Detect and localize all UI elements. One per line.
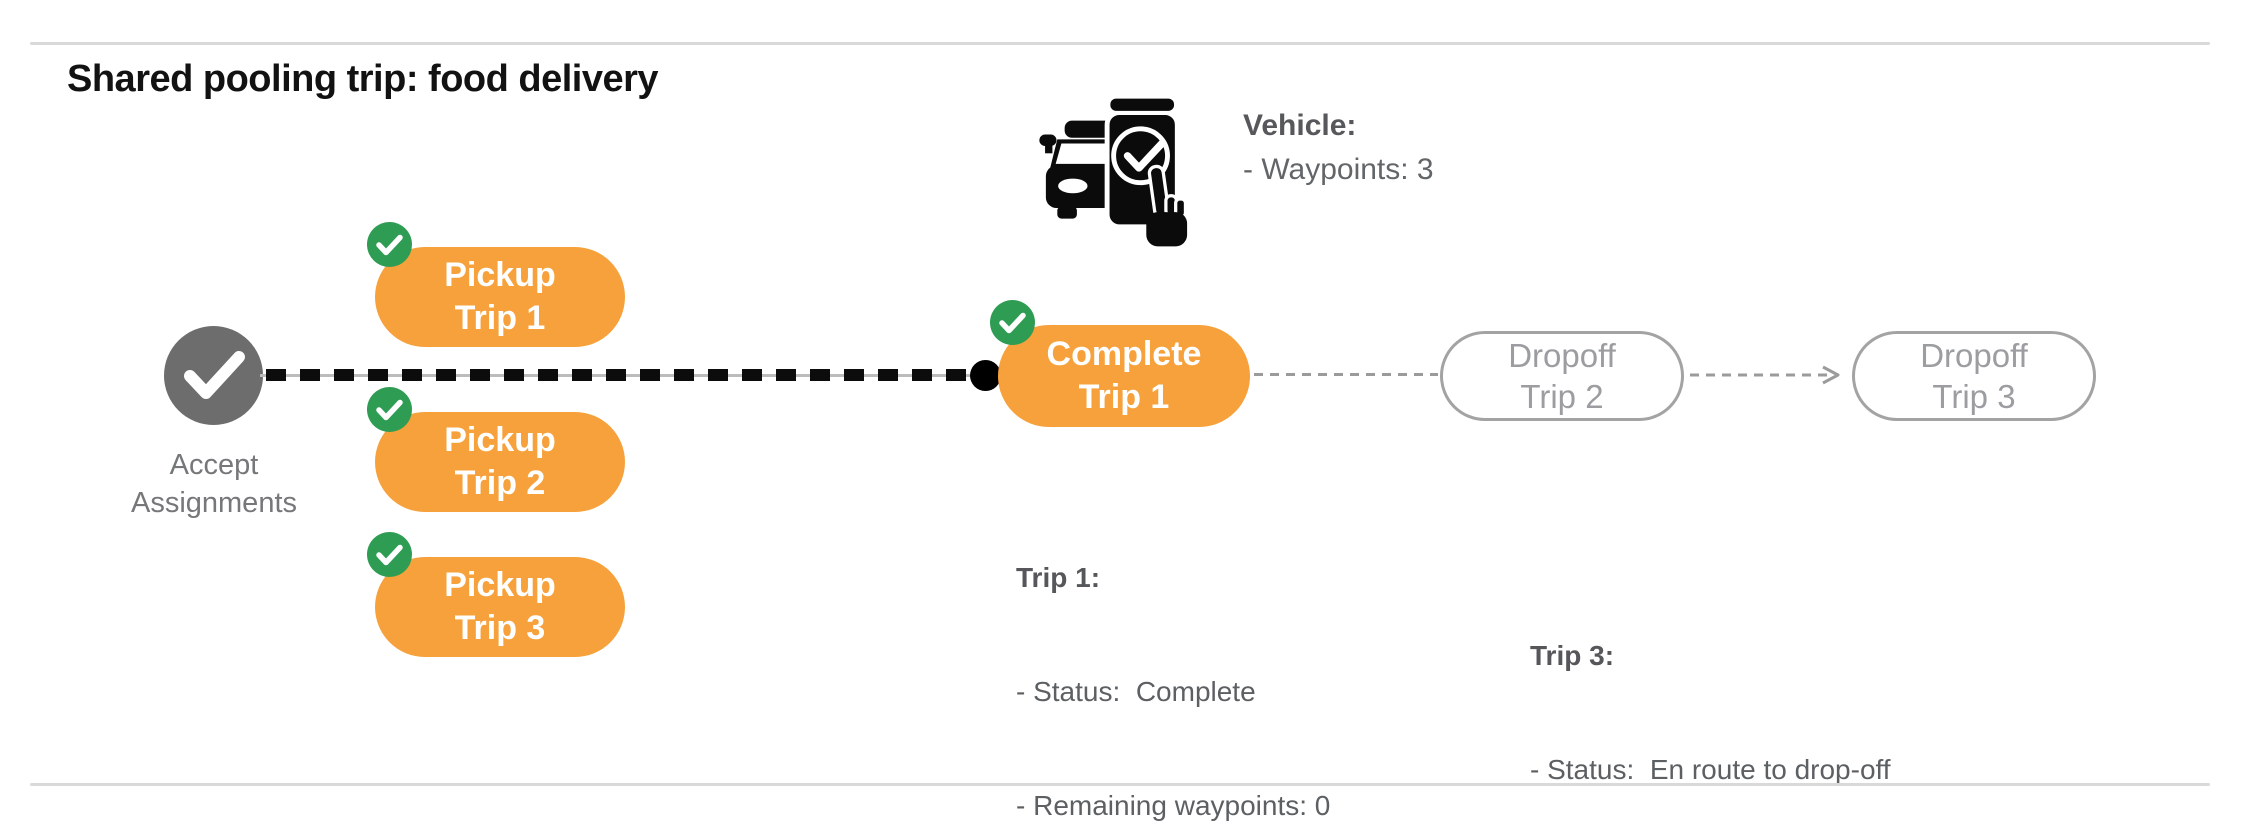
green-check-icon — [367, 532, 412, 577]
trip-status-block-1-2: Trip 1: - Status: Complete - Remaining w… — [1016, 483, 1377, 825]
green-check-icon — [367, 387, 412, 432]
node-pickup-trip-2: Pickup Trip 2 — [367, 387, 625, 512]
connector-complete-to-dropoff2 — [1254, 373, 1438, 376]
vehicle-info: Vehicle: - Waypoints: 3 — [1243, 104, 1434, 192]
green-check-icon — [990, 300, 1035, 345]
trip3-heading: Trip 3: — [1530, 640, 1615, 671]
trip1-status-line: - Status: Complete — [1016, 676, 1256, 707]
node-pickup-trip-1: Pickup Trip 1 — [367, 222, 625, 347]
vehicle-waypoints: - Waypoints: 3 — [1243, 153, 1434, 186]
connector-arrow-dropoff2-to-dropoff3 — [1690, 363, 1848, 392]
green-check-icon — [367, 222, 412, 267]
vehicle-car-phone-check-icon — [1028, 88, 1196, 253]
accept-assignments-check-icon — [164, 326, 263, 430]
trip-status-block-3: Trip 3: - Status: En route to drop-off -… — [1530, 561, 1891, 825]
node-dropoff-trip-3: Dropoff Trip 3 — [1852, 331, 2096, 421]
accept-assignments-label: Accept Assignments — [130, 449, 297, 519]
dashed-route-line — [266, 369, 972, 381]
node-dropoff-trip-2: Dropoff Trip 2 — [1440, 331, 1684, 421]
vehicle-label: Vehicle: — [1243, 109, 1357, 142]
bottom-divider — [30, 783, 2210, 786]
trip1-heading: Trip 1: — [1016, 562, 1101, 593]
node-pickup-trip-3: Pickup Trip 3 — [367, 532, 625, 657]
node-complete-trip-1: Complete Trip 1 — [990, 300, 1250, 427]
route-endpoint-dot — [970, 360, 1001, 391]
page-title: Shared pooling trip: food delivery — [67, 58, 659, 100]
trip1-waypoints-line: - Remaining waypoints: 0 — [1016, 790, 1331, 821]
top-divider — [30, 42, 2210, 45]
trip3-status-line: - Status: En route to drop-off — [1530, 754, 1891, 785]
